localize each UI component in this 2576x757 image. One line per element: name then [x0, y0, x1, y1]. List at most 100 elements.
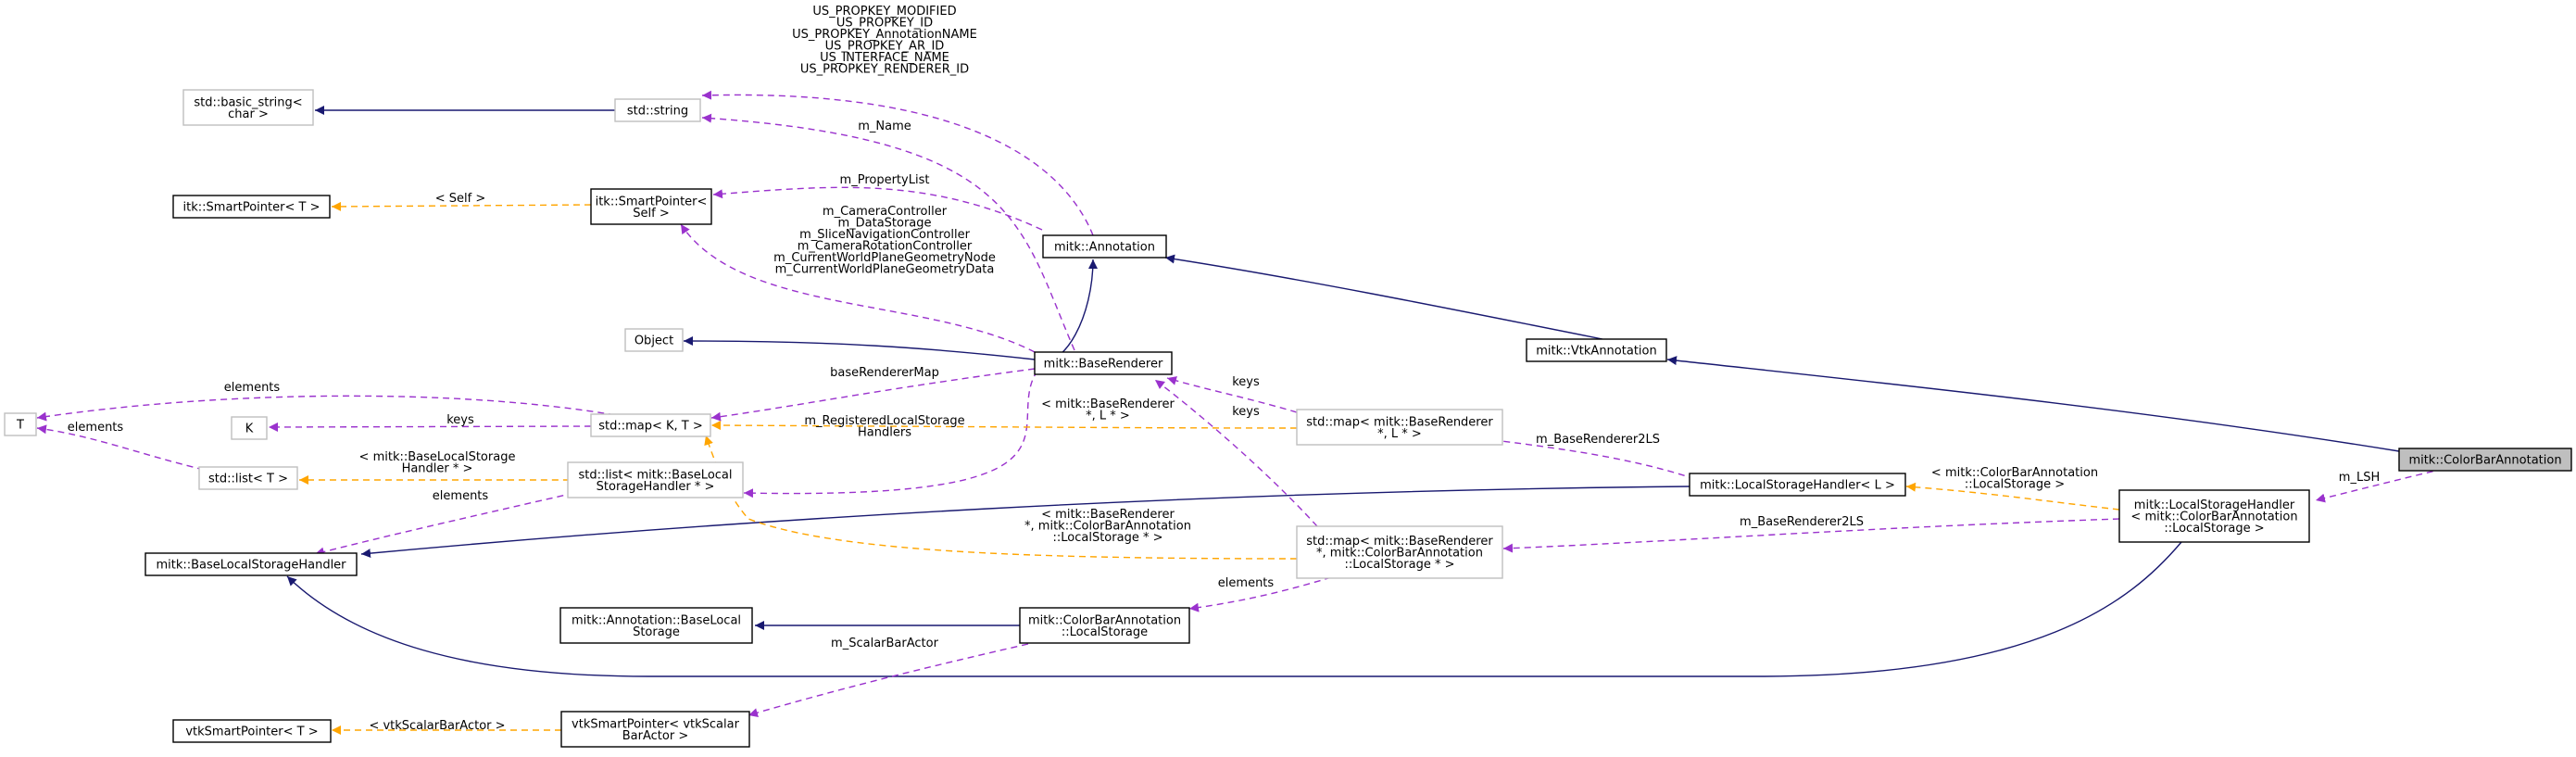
- node-box: [590, 188, 712, 225]
- node-label: Object: [635, 334, 673, 348]
- node-label-line: ::LocalStorage >: [2164, 522, 2264, 536]
- node-box: [624, 328, 684, 352]
- node-box: [182, 89, 314, 126]
- node-itk-smartpointer-t[interactable]: itk::SmartPointer< T >: [172, 195, 331, 219]
- node-label-line: *, L * >: [1377, 427, 1422, 441]
- label-line: m_RegisteredLocalStorage: [804, 414, 964, 428]
- label-line: keys: [1232, 375, 1260, 389]
- node-label-line: std::basic_string<: [194, 95, 302, 109]
- node-object[interactable]: Object: [624, 328, 684, 352]
- label-line: US_PROPKEY_ID: [836, 17, 933, 31]
- label-line: *, mitk::ColorBarAnnotation: [1024, 520, 1191, 534]
- edge-list-t-to-t-elements: [36, 424, 205, 471]
- node-label-line: std::map< mitk::BaseRenderer: [1306, 415, 1493, 429]
- label-line: keys: [1232, 405, 1260, 419]
- label-m-lsh: m_LSH: [2339, 471, 2380, 485]
- node-label-line: mitk::ColorBarAnnotation: [1028, 613, 1181, 627]
- label-m-name: m_Name: [858, 120, 911, 133]
- label-cba-ls-template: < mitk::ColorBarAnnotation::LocalStorage…: [1931, 466, 2098, 492]
- node-label: T: [16, 419, 24, 433]
- edge-color-bar-annotation-to-vtk-annotation: [1666, 356, 2400, 452]
- node-box: [4, 412, 37, 436]
- node-label-line: Self >: [633, 207, 669, 221]
- label-line: m_DataStorage: [837, 217, 931, 231]
- node-label: std::basic_string<char >: [194, 95, 302, 121]
- node-mitk-color-bar-annotation[interactable]: mitk::ColorBarAnnotation: [2398, 448, 2572, 472]
- node-mitk-base-local-storage-handler[interactable]: mitk::BaseLocalStorageHandler: [145, 552, 358, 576]
- node-k[interactable]: K: [231, 416, 268, 440]
- node-box: [145, 552, 358, 576]
- label-line: < mitk::ColorBarAnnotation: [1931, 466, 2098, 480]
- label-line: m_LSH: [2339, 471, 2380, 485]
- label-line: ::LocalStorage * >: [1053, 531, 1163, 545]
- label-vtk-sba-template: < vtkScalarBarActor >: [369, 719, 505, 733]
- node-label: vtkSmartPointer< T >: [185, 725, 318, 739]
- edge-map-kt-to-t-elements: [36, 395, 616, 422]
- label-line: < vtkScalarBarActor >: [369, 719, 505, 733]
- node-label-line: vtkSmartPointer< vtkScalar: [572, 717, 740, 731]
- node-label-line: char >: [228, 107, 269, 121]
- label-line: m_CameraController: [823, 205, 948, 219]
- node-label: mitk::BaseRenderer: [1044, 358, 1163, 372]
- node-std-map-k-t[interactable]: std::map< K, T >: [590, 413, 711, 437]
- node-label: mitk::ColorBarAnnotation::LocalStorage: [1028, 613, 1181, 639]
- label-line: ::LocalStorage >: [1965, 478, 2065, 492]
- node-mitk-base-renderer[interactable]: mitk::BaseRenderer: [1034, 351, 1173, 375]
- node-t[interactable]: T: [4, 412, 37, 436]
- edge-list-blsh-to-base-lsh-elements: [314, 492, 575, 557]
- node-box: [1296, 525, 1503, 579]
- node-label-line: std::list< mitk::BaseLocal: [578, 468, 732, 482]
- node-std-string[interactable]: std::string: [614, 98, 701, 122]
- node-std-basic-string[interactable]: std::basic_string<char >: [182, 89, 314, 126]
- label-line: < Self >: [435, 192, 486, 206]
- edge-annotation-to-string-us-propkeys: [701, 90, 1094, 236]
- node-mitk-vtk-annotation[interactable]: mitk::VtkAnnotation: [1526, 338, 1667, 362]
- node-label-line: mitk::ColorBarAnnotation: [2408, 454, 2561, 468]
- edge-map-br-cba-to-cba-ls-elements: [1188, 570, 1353, 612]
- node-mitk-local-storage-handler-l[interactable]: mitk::LocalStorageHandler< L >: [1689, 473, 1906, 497]
- node-mitk-color-bar-annotation-local-storage[interactable]: mitk::ColorBarAnnotation::LocalStorage: [1019, 607, 1190, 644]
- node-box: [198, 466, 298, 490]
- label-line: US_PROPKEY_AnnotationNAME: [792, 28, 977, 42]
- label-line: m_BaseRenderer2LS: [1536, 433, 1660, 447]
- node-std-map-base-renderer-color-bar-local-storage[interactable]: std::map< mitk::BaseRenderer*, mitk::Col…: [1296, 525, 1503, 579]
- edge-lsh-cba-to-base-lsh: [286, 541, 2182, 677]
- node-box: [231, 416, 268, 440]
- node-box: [559, 607, 753, 644]
- edge-lsh-l-to-base-lsh: [360, 486, 1690, 559]
- node-label-line: mitk::LocalStorageHandler: [2134, 498, 2295, 512]
- node-label: std::string: [627, 105, 688, 119]
- node-label-line: Storage: [633, 625, 680, 639]
- label-line: elements: [1218, 576, 1275, 590]
- node-box: [2118, 489, 2310, 543]
- edge-base-renderer-to-string-m-name: [701, 113, 1075, 351]
- label-line: < mitk::BaseRenderer: [1041, 397, 1175, 411]
- node-mitk-annotation[interactable]: mitk::Annotation: [1042, 234, 1167, 259]
- node-box: [614, 98, 701, 122]
- label-keys-br2: keys: [1232, 405, 1260, 419]
- edge-base-renderer-to-itk-smartptr-camera-members: [680, 223, 1036, 353]
- node-label-line: Object: [635, 334, 673, 348]
- node-mitk-local-storage-handler-color-bar[interactable]: mitk::LocalStorageHandler< mitk::ColorBa…: [2118, 489, 2310, 543]
- node-vtk-smartpointer-t[interactable]: vtkSmartPointer< T >: [172, 719, 332, 743]
- node-box: [1689, 473, 1906, 497]
- node-itk-smartpointer-self[interactable]: itk::SmartPointer<Self >: [590, 188, 712, 225]
- label-m-scalar-bar-actor: m_ScalarBarActor: [831, 637, 939, 650]
- node-box: [1296, 409, 1503, 446]
- edge-itk-self-to-itk-t: [331, 201, 592, 211]
- label-line: US_PROPKEY_MODIFIED: [812, 5, 956, 19]
- label-line: m_CurrentWorldPlaneGeometryNode: [773, 251, 996, 265]
- node-std-list-t[interactable]: std::list< T >: [198, 466, 298, 490]
- edge-base-renderer-to-map-kt-base-renderer-map: [710, 368, 1036, 422]
- node-box: [567, 461, 744, 498]
- edge-map-br-cba-to-map-kt: [704, 435, 1298, 560]
- node-box: [172, 195, 331, 219]
- label-br-l-template: < mitk::BaseRenderer*, L * >: [1041, 397, 1175, 423]
- node-std-map-base-renderer-l[interactable]: std::map< mitk::BaseRenderer*, L * >: [1296, 409, 1503, 446]
